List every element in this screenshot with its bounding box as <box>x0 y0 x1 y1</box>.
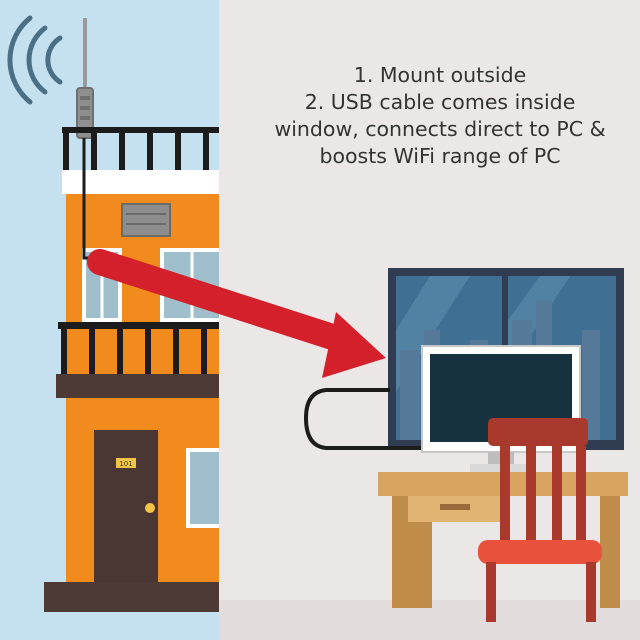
chair <box>478 418 602 622</box>
roof-railing <box>62 127 219 170</box>
red-arrow <box>87 249 386 378</box>
front-door: 101 <box>94 430 158 582</box>
instruction-step-2-line-b: window, connects direct to PC & <box>274 117 606 141</box>
door-number: 101 <box>119 460 132 468</box>
door-knob <box>145 503 155 513</box>
instruction-step-1: 1. Mount outside <box>353 63 527 87</box>
antenna <box>76 18 94 139</box>
instruction-step-2-line-a: 2. USB cable comes inside <box>304 90 576 114</box>
drawer-handle <box>440 504 470 510</box>
wifi-signal-icon <box>7 15 63 105</box>
usb-cable <box>303 388 430 450</box>
roof-trim <box>62 170 219 194</box>
lower-window <box>186 448 219 528</box>
ground-step <box>44 582 219 612</box>
balcony-railing <box>56 322 219 398</box>
instructions-text: 1. Mount outside 2. USB cable comes insi… <box>240 62 640 170</box>
vent-unit <box>121 203 171 237</box>
instruction-step-2-line-c: boosts WiFi range of PC <box>319 144 561 168</box>
